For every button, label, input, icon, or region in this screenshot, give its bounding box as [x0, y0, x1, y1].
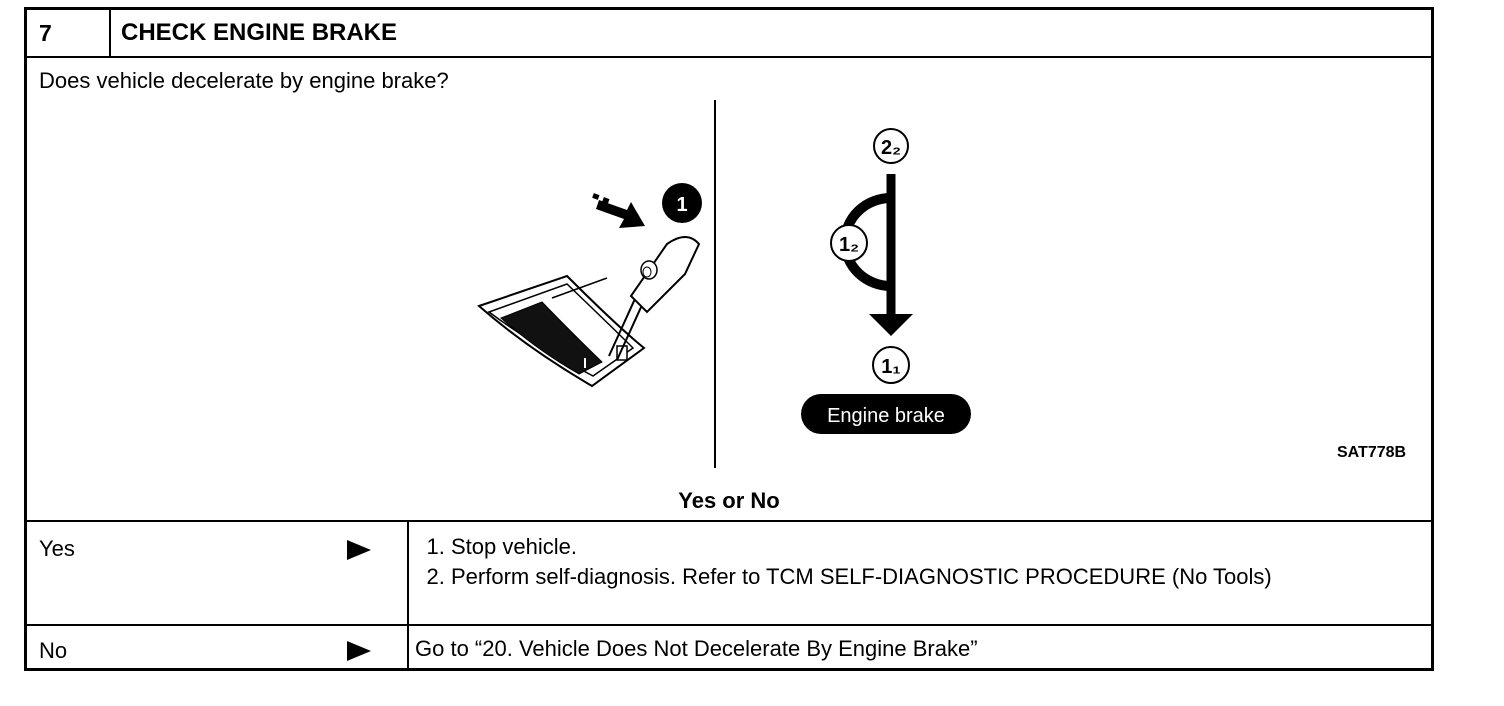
action-item: Stop vehicle. [451, 532, 1272, 562]
position-top: 2₂ [881, 137, 901, 159]
answer-divider [407, 522, 409, 626]
procedure-table: 7 CHECK ENGINE BRAKE Does vehicle decele… [24, 7, 1434, 671]
step-header: 7 CHECK ENGINE BRAKE [27, 10, 1431, 58]
step-question: Does vehicle decelerate by engine brake? [39, 68, 449, 93]
callout-label: 1 [676, 194, 687, 216]
figure-code: SAT778B [1337, 444, 1407, 461]
step-title: CHECK ENGINE BRAKE [121, 19, 398, 46]
step-number: 7 [27, 10, 111, 56]
answer-row-no: No Go to “20. Vehicle Does Not Decelerat… [27, 624, 1431, 670]
answer-row-yes: Yes Stop vehicle. Perform self-diagnosis… [27, 520, 1431, 626]
right-arrow-icon [347, 641, 371, 661]
action-item: Perform self-diagnosis. Refer to TCM SEL… [451, 562, 1272, 592]
position-middle: 1₂ [839, 234, 859, 256]
answer-divider [407, 626, 409, 670]
answer-actions-yes: Stop vehicle. Perform self-diagnosis. Re… [415, 532, 1272, 592]
engine-brake-figure: 1 2₂ 1₂ 1₁ Engine brake [477, 100, 971, 468]
answer-action-no: Go to “20. Vehicle Does Not Decelerate B… [415, 636, 978, 661]
down-arrow-icon [869, 314, 913, 336]
shift-lever-illustration [477, 193, 701, 388]
engine-brake-label: Engine brake [827, 405, 945, 427]
position-diagram: 2₂ 1₂ 1₁ Engine brake [801, 128, 971, 434]
callout-number-1: 1 [662, 183, 702, 223]
decision-prompt: Yes or No [678, 488, 780, 513]
answer-label-no: No [39, 638, 68, 663]
right-arrow-icon [347, 540, 371, 560]
position-bottom: 1₁ [881, 356, 900, 378]
answer-label-yes: Yes [39, 536, 75, 561]
